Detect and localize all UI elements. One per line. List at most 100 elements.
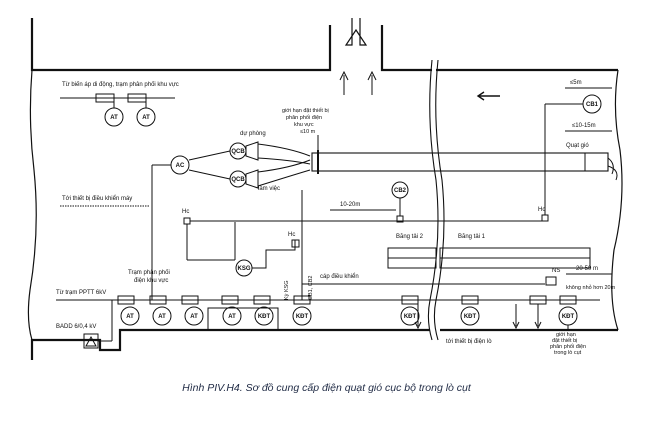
- bus-coupler-8: [461, 295, 479, 305]
- label-le-10m: ≤10 m: [300, 129, 316, 135]
- drop-arrow-3: [534, 304, 542, 330]
- shaft-arrow-up: [344, 18, 368, 46]
- label-control-cable: cáp điều khiển: [320, 273, 359, 280]
- hc-right-box: [541, 214, 549, 222]
- figure-caption: Hình PIV.H4. Sơ đồ cung cấp điện quạt gi…: [182, 382, 471, 394]
- label-from-mobile-transformer: Từ biến áp di động, trạm phân phối khu v…: [62, 82, 179, 88]
- label-limit-deadend-3: phân phối điện: [550, 344, 586, 350]
- drop-arrow-2: [512, 304, 520, 330]
- kdt-bottom-4-label: KĐT: [464, 314, 477, 320]
- label-dist-10-20: 10-20m: [340, 202, 360, 208]
- airflow-arrow-right: [367, 70, 377, 95]
- bus-coupler-5: [253, 295, 271, 305]
- at-top-2: [136, 107, 156, 127]
- flow-arrow-right-section: [476, 91, 500, 101]
- ac-to-qcb: [188, 150, 231, 180]
- hc-right-label: Hc: [538, 207, 545, 213]
- break-line-1: [427, 59, 439, 341]
- ventilation-duct: [311, 152, 609, 172]
- qcb-working-label: QCB: [231, 177, 245, 183]
- distribution-frame: [207, 307, 279, 331]
- kdt-bottom-2-label: KĐT: [296, 314, 309, 320]
- duct-from-reserve: [257, 143, 311, 165]
- at-bottom-4-label: AT: [228, 314, 236, 320]
- cable-coupler-top-2: [127, 93, 147, 103]
- at-bottom-3-label: AT: [190, 314, 198, 320]
- tunnel-end-right: [611, 69, 623, 331]
- kdt-bottom-3: [400, 306, 420, 326]
- kdt-bottom-1: [254, 306, 274, 326]
- at-bottom-1-label: AT: [126, 314, 134, 320]
- at-bottom-4: [222, 306, 242, 326]
- at-top-1-label: AT: [110, 115, 118, 121]
- kdt-bottom-2: [292, 306, 312, 326]
- ventilation-power-diagram: Từ biến áp di động, trạm phân phối khu v…: [27, 18, 623, 360]
- bus-coupler-1: [117, 295, 135, 305]
- label-limit-equipment-3: khu vực: [294, 122, 314, 128]
- ns-box: [545, 276, 557, 286]
- duct-outlet: [607, 157, 618, 181]
- ksg-relay-label: KSG: [237, 266, 250, 272]
- label-le-5m: ≤5m: [570, 80, 582, 86]
- cb2-box: [396, 215, 404, 223]
- break-line-2: [433, 59, 445, 341]
- at-bottom-1: [120, 306, 140, 326]
- label-limit-equipment-1: giới hạn đặt thiết bị: [282, 108, 329, 114]
- at-bottom-2: [152, 306, 172, 326]
- kdt-bottom-4: [460, 306, 480, 326]
- at-bottom-2-label: AT: [158, 314, 166, 320]
- cable-coupler-top-1: [95, 93, 115, 103]
- hc-left-box: [183, 217, 191, 225]
- drop-arrow-1: [414, 304, 422, 330]
- label-fan: Quạt gió: [566, 143, 589, 149]
- label-kyg: Kỳ KSG: [284, 280, 290, 300]
- label-to-machine-control: Tới thiết bị điều khiển máy: [62, 195, 132, 202]
- at-bottom-3: [184, 306, 204, 326]
- hc-left-label: Hc: [182, 209, 189, 215]
- label-limit-deadend-1: giới hạn: [556, 332, 576, 338]
- fan-body-reserve: [245, 141, 259, 161]
- at-top-1: [104, 107, 124, 127]
- label-not-less-20: không nhỏ hơn 20m: [566, 284, 616, 291]
- label-badd: BADD 6/0,4 kV: [56, 324, 96, 330]
- bus-coupler-2: [149, 295, 167, 305]
- bus-coupler-6: [293, 295, 311, 305]
- label-dist-20-50: 20-50 m: [576, 266, 598, 272]
- airflow-arrow-left: [339, 70, 349, 95]
- label-distribution-area-2: điện khu vực: [134, 278, 168, 284]
- bus-coupler-3: [181, 295, 199, 305]
- bus-coupler-10: [559, 295, 577, 305]
- kdt-bottom-1-label: KĐT: [258, 314, 271, 320]
- bus-coupler-7: [401, 295, 419, 305]
- kdt-bottom-5-label: KĐT: [562, 314, 575, 320]
- label-limit-equipment-2: phân phối điện: [286, 115, 322, 121]
- hc-middle-box: [291, 239, 300, 248]
- label-distribution-area-1: Trạm phân phối: [128, 270, 170, 276]
- ns-label: NS: [552, 268, 560, 274]
- tunnel-wall-top-middle: [380, 25, 432, 72]
- label-limit-deadend-2: đặt thiết bị: [552, 338, 577, 344]
- ksg-wiring: [252, 240, 296, 269]
- label-limit-deadend-4: trong lò cụt: [554, 350, 582, 356]
- label-reserve: dự phòng: [240, 131, 266, 137]
- label-conveyor1: Băng tải 1: [458, 234, 486, 240]
- cb2-sensor-label: CB2: [394, 188, 407, 194]
- duct-from-working: [257, 159, 311, 187]
- label-le-10-15: ≤10-15m: [572, 123, 596, 129]
- label-cb12: CB1, CB2: [308, 276, 314, 300]
- bus-coupler-4: [221, 295, 239, 305]
- at-top-2-label: AT: [142, 115, 150, 121]
- tunnel-end-left: [27, 69, 37, 341]
- fan-body-working: [245, 169, 259, 189]
- label-working: làm việc: [258, 186, 280, 192]
- label-from-substation: Từ trạm PPTT 6kV: [56, 290, 106, 296]
- qcb-reserve-label: QCB: [231, 149, 245, 155]
- label-to-face-equipment: tới thiết bị điện lò: [446, 339, 492, 345]
- kdt-bottom-3-label: KĐT: [404, 314, 417, 320]
- label-conveyor2: Băng tải 2: [396, 234, 424, 240]
- badd-symbol: [85, 335, 97, 347]
- tunnel-wall-top-left: [30, 18, 332, 72]
- hc-middle-label: Hc: [288, 232, 295, 238]
- cb1-sensor-label: CB1: [586, 102, 599, 108]
